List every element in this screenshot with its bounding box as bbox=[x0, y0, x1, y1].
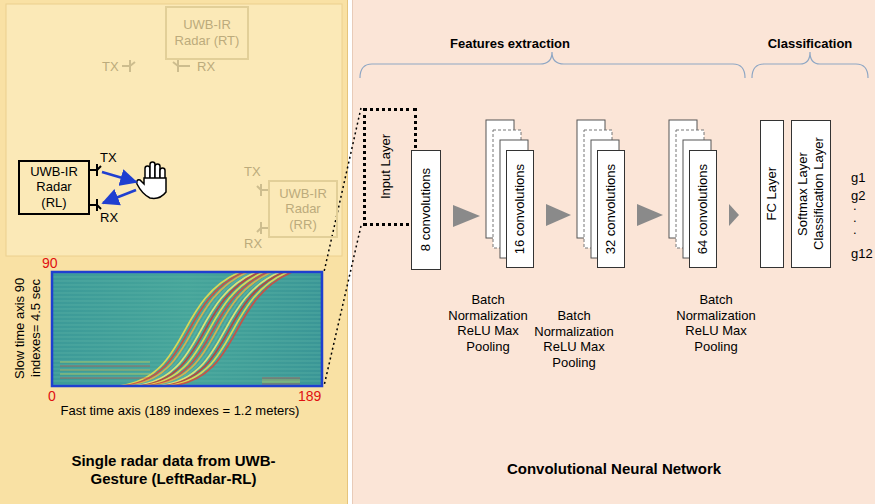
flow-arrow bbox=[546, 204, 571, 226]
fc-layer: FC Layer bbox=[760, 120, 784, 268]
layer-ops: Batch Normalization ReLU Max Pooling bbox=[672, 292, 760, 354]
antenna-label: RX bbox=[100, 210, 118, 226]
flow-arrow bbox=[453, 205, 480, 227]
radar-name: UWB-IR Radar (RR) bbox=[272, 186, 334, 233]
radar-name: UWB-IR Radar (RT) bbox=[169, 17, 245, 48]
radar-box: UWB-IR Radar (RL) bbox=[18, 160, 90, 215]
layer-name: Softmax Layer Classification Layer bbox=[795, 124, 826, 264]
trace-stroke bbox=[60, 377, 150, 378]
axis-value: 189 bbox=[298, 388, 321, 405]
antenna-label: TX bbox=[102, 59, 119, 75]
antenna-symbol bbox=[257, 184, 268, 234]
radar-name: UWB-IR Radar (RL) bbox=[22, 164, 86, 211]
trace-stroke bbox=[60, 365, 150, 366]
layer-name: 64 convolutions bbox=[695, 164, 711, 254]
layer-name: 16 convolutions bbox=[512, 164, 528, 254]
trace-stroke bbox=[60, 369, 150, 370]
group-brace bbox=[360, 52, 745, 78]
signal-arrow bbox=[103, 190, 136, 203]
layer-ops: Batch Normalization ReLU Max Pooling bbox=[530, 308, 618, 370]
radar-box: UWB-IR Radar (RR) bbox=[268, 180, 338, 238]
axis-title: Fast time axis (189 indexes = 1.2 meters… bbox=[40, 403, 320, 419]
antenna-label: TX bbox=[244, 164, 261, 180]
axis-value: 90 bbox=[42, 255, 58, 272]
feature-map bbox=[500, 140, 528, 258]
layer-name: 8 convolutions bbox=[418, 168, 434, 251]
layer-ops: Batch Normalization ReLU Max Pooling bbox=[444, 292, 532, 354]
flow-arrow bbox=[637, 204, 663, 226]
conv-layer: 16 convolutions bbox=[506, 150, 534, 268]
trace-stroke bbox=[262, 382, 300, 383]
trace-stroke bbox=[262, 380, 300, 381]
class-label: g12 bbox=[851, 246, 873, 262]
antenna-symbol bbox=[90, 164, 101, 211]
output-layer: Softmax Layer Classification Layer bbox=[791, 120, 831, 268]
radar-box: UWB-IR Radar (RT) bbox=[165, 6, 249, 60]
flow-arrow bbox=[729, 204, 739, 226]
panel-caption: Convolutional Neural Network bbox=[464, 460, 764, 478]
antenna-label: RX bbox=[197, 59, 215, 75]
input-layer: Input Layer bbox=[363, 108, 417, 226]
hand-icon bbox=[137, 162, 166, 198]
antenna-label: RX bbox=[244, 236, 262, 252]
scene-area bbox=[6, 4, 342, 256]
zoom-line bbox=[324, 226, 361, 386]
radar-heatmap bbox=[52, 272, 322, 386]
group-brace bbox=[752, 52, 868, 78]
trace-stroke bbox=[60, 373, 150, 374]
trace-stroke bbox=[172, 272, 292, 386]
heatmap-texture bbox=[52, 272, 322, 386]
layer-name: Input Layer bbox=[378, 134, 394, 199]
zoom-line bbox=[324, 108, 361, 272]
section-title: Features extraction bbox=[430, 36, 590, 52]
panel: Convolutional Neural Network Input Layer 8… bbox=[352, 0, 875, 504]
heatmap-border bbox=[52, 272, 322, 386]
trace-stroke bbox=[262, 378, 300, 379]
trace-stroke bbox=[60, 361, 150, 362]
feature-map bbox=[683, 140, 711, 258]
trace-stroke bbox=[262, 384, 300, 385]
axis-title: Slow time axis 90 indexes= 4.5 sec bbox=[12, 268, 43, 388]
conv-layer: 32 convolutions bbox=[597, 150, 625, 268]
axis-value: 0 bbox=[48, 388, 56, 405]
panel-caption: Single radar data from UWB-Gesture (Left… bbox=[54, 452, 294, 488]
antenna-symbol bbox=[122, 60, 190, 72]
ellipsis-dot: . bbox=[853, 222, 857, 238]
class-label: g1 bbox=[851, 170, 865, 186]
conv-layer: 64 convolutions bbox=[689, 150, 717, 268]
signal-arrow bbox=[102, 172, 136, 182]
conv-layer: 8 convolutions bbox=[411, 150, 441, 270]
antenna-label: TX bbox=[100, 150, 117, 166]
layer-name: FC Layer bbox=[764, 167, 780, 220]
feature-map bbox=[591, 140, 619, 258]
section-title: Classification bbox=[760, 36, 860, 52]
trace-stroke bbox=[168, 272, 288, 386]
gesture-trace bbox=[60, 272, 300, 386]
layer-name: 32 convolutions bbox=[603, 164, 619, 254]
